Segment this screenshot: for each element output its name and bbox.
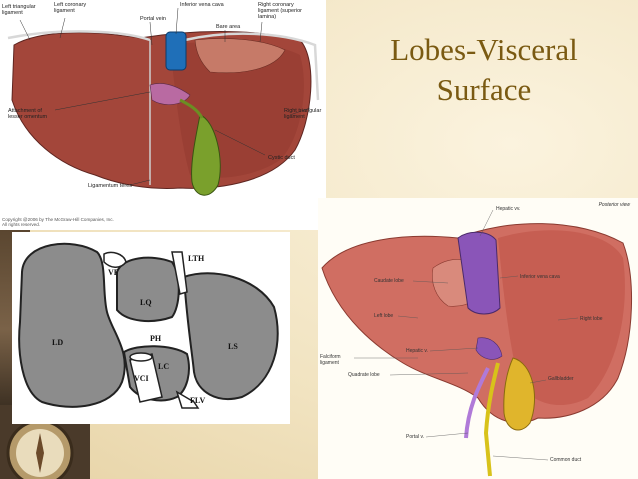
title-line-1: Lobes-Visceral [390,32,578,67]
lobe-ld [18,242,126,408]
cystic-duct [179,98,204,119]
label-vf: VF [108,268,119,277]
label-hepatic-v: Hepatic v. [406,348,428,354]
slide-title: Lobes-Visceral Surface [330,30,638,110]
label-bare-area: Bare area [216,24,241,30]
lobe-lq [116,256,180,323]
common-duct [483,362,500,477]
label-cystic-duct: Cystic duct [268,155,295,161]
portal-v [464,367,490,439]
band-lth [171,251,188,295]
label-falciform: Falciform ligament [320,354,341,366]
gallbladder [191,114,221,196]
label-lth: LTH [188,254,205,263]
posterior-pointer-lines [354,209,579,461]
label-common-duct: Common duct [550,457,582,463]
label-inferior-vena-cava-posterior: Inferior vena cava [520,274,560,280]
lobe-ls [182,272,279,400]
label-quadrate-lobe: Quadrate lobe [348,372,380,378]
label-ligamentum-teres: Ligamentum teres [88,183,133,189]
pointer-lines [19,7,311,186]
portal-structures [149,83,191,105]
label-left-lobe: Left lobe [374,313,394,319]
label-ld: LD [52,338,64,347]
posterior-hepatic-v [475,337,503,360]
label-right-triangular: Right triangular ligament [284,108,322,120]
coronary-ligament-line [7,30,151,42]
label-right-coronary: Right coronary ligament (superior lamina… [258,2,303,20]
label-portal-vein: Portal vein [140,16,166,22]
label-gallbladder: Gallbladder [548,376,574,382]
posterior-liver-drawing [321,209,633,477]
label-flv: FLV [190,396,206,405]
label-hepatic-vv: Hepatic vv. [496,206,521,212]
label-lesser-omentum: Attachment of lesser omentum [8,108,48,120]
label-ph: PH [150,334,162,343]
copyright-text: Copyright @2006 by The McGraw-Hill Compa… [2,217,114,227]
label-caudate-lobe: Caudate lobe [374,278,404,284]
liver-drawing [7,7,320,196]
vci-cylinder [129,352,163,403]
label-ls: LS [228,342,238,351]
label-portal-v: Portal v. [406,434,424,440]
label-vci: VCI [134,374,149,383]
right-coronary-line [184,32,320,101]
band-flv [175,390,200,409]
label-posterior-view: Posterior view [598,202,630,208]
schematic-drawing [18,242,279,409]
inferior-vena-cava [165,31,187,71]
label-left-triangular: Left triangular ligament [2,4,36,16]
bare-area [194,38,286,74]
liver-ligaments-illustration: Left triangular ligament Left coronary l… [0,0,326,230]
label-inferior-vena-cava: Inferior vena cava [180,2,224,8]
label-left-coronary: Left coronary ligament [54,2,87,14]
notch-vf [103,251,127,268]
posterior-ivc [457,231,501,315]
label-lc: LC [158,362,170,371]
label-right-lobe: Right lobe [580,316,603,322]
liver-posterior-illustration: Posterior view Hepatic vv. Inferior vena… [318,198,638,479]
posterior-gallbladder [503,357,536,431]
liver-lobes-schematic: VF LTH LQ LD PH LS VCI LC FLV [12,232,290,424]
title-line-2: Surface [436,72,532,107]
label-lq: LQ [140,298,152,307]
